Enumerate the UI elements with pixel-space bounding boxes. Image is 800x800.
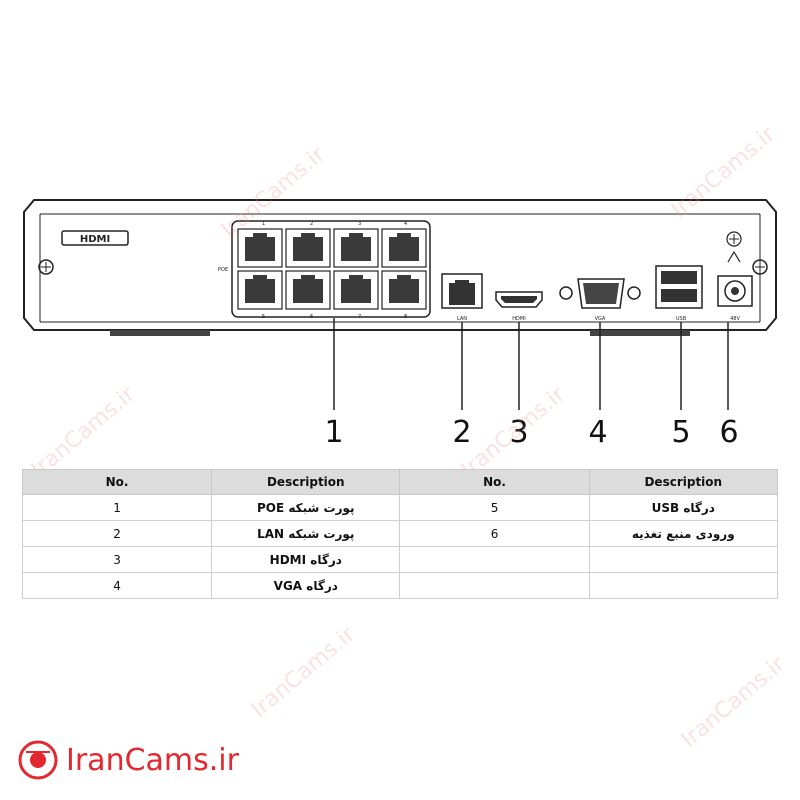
port-number: 2 [310, 221, 313, 227]
port-number: 7 [358, 314, 361, 320]
column-header: No. [21, 469, 213, 495]
table-cell: 3 [21, 546, 213, 573]
table-row: 1 پورت شبکه POE 5 درگاه USB [21, 494, 779, 521]
column-header: No. [399, 469, 590, 495]
svg-text:HDMI: HDMI [80, 234, 110, 245]
table-cell: پورت شبکه POE [211, 494, 401, 521]
callout-number: 4 [588, 415, 607, 450]
power-jack [717, 275, 753, 307]
rj45-port [285, 228, 331, 268]
callout-number: 2 [452, 415, 471, 450]
callout-number: 3 [509, 415, 528, 450]
rj45-port [237, 270, 283, 310]
usb-ports [655, 265, 703, 309]
table-row: 4 درگاه VGA [21, 572, 779, 599]
screw-icon [38, 259, 54, 275]
callout-number: 1 [324, 415, 343, 450]
power-label: 48V [730, 316, 740, 322]
foot [590, 330, 690, 336]
table-cell: ورودی منبع تغذیه [588, 520, 779, 547]
poe-tag: POE [218, 267, 228, 273]
table-cell [588, 572, 779, 599]
hdmi-logo: HDMI [61, 230, 129, 246]
camera-logo-icon [18, 740, 58, 780]
column-header: Description [588, 469, 779, 495]
port-number: 1 [262, 221, 265, 227]
table-header-row: No. Description No. Description [21, 469, 779, 495]
rj45-port [333, 228, 379, 268]
table-row: 2 پورت شبکه LAN 6 ورودی منبع تغذیه [21, 520, 779, 547]
port-number: 5 [262, 314, 265, 320]
vga-label: VGA [595, 316, 606, 322]
table-cell: 6 [399, 520, 590, 547]
table-row: 3 درگاه HDMI [21, 546, 779, 573]
lan-port [441, 273, 483, 309]
vga-port [559, 278, 641, 309]
table-cell: درگاه HDMI [211, 546, 401, 573]
port-number: 6 [310, 314, 313, 320]
table-cell: 5 [399, 494, 590, 521]
lan-label: LAN [457, 316, 467, 322]
table-cell [399, 572, 590, 599]
table-cell: 1 [21, 494, 213, 521]
rj45-port [381, 228, 427, 268]
rj45-port [333, 270, 379, 310]
table-cell: درگاه USB [588, 494, 779, 521]
foot [110, 330, 210, 336]
table-cell [399, 546, 590, 573]
rj45-port [381, 270, 427, 310]
port-number: 8 [404, 314, 407, 320]
table-cell: 2 [21, 520, 213, 547]
port-number: 3 [358, 221, 361, 227]
poe-port-block [231, 220, 431, 318]
table-cell [588, 546, 779, 573]
table-cell: 4 [21, 572, 213, 599]
port-number: 4 [404, 221, 407, 227]
table-cell: درگاه VGA [211, 572, 401, 599]
callout-number: 6 [719, 415, 738, 450]
ground-icon [726, 231, 742, 263]
rj45-port [285, 270, 331, 310]
brand-name: IranCams.ir [66, 742, 239, 778]
hdmi-port [495, 291, 543, 308]
spec-table: No. Description No. Description 1 پورت ش… [21, 469, 779, 599]
hdmi-label: HDMI [512, 316, 525, 322]
table-cell: پورت شبکه LAN [211, 520, 401, 547]
column-header: Description [211, 469, 401, 495]
screw-icon [752, 259, 768, 275]
rj45-port [237, 228, 283, 268]
brand-logo: IranCams.ir [18, 738, 239, 782]
chassis-outline [23, 199, 777, 331]
usb-label: USB [676, 316, 687, 322]
callout-number: 5 [671, 415, 690, 450]
